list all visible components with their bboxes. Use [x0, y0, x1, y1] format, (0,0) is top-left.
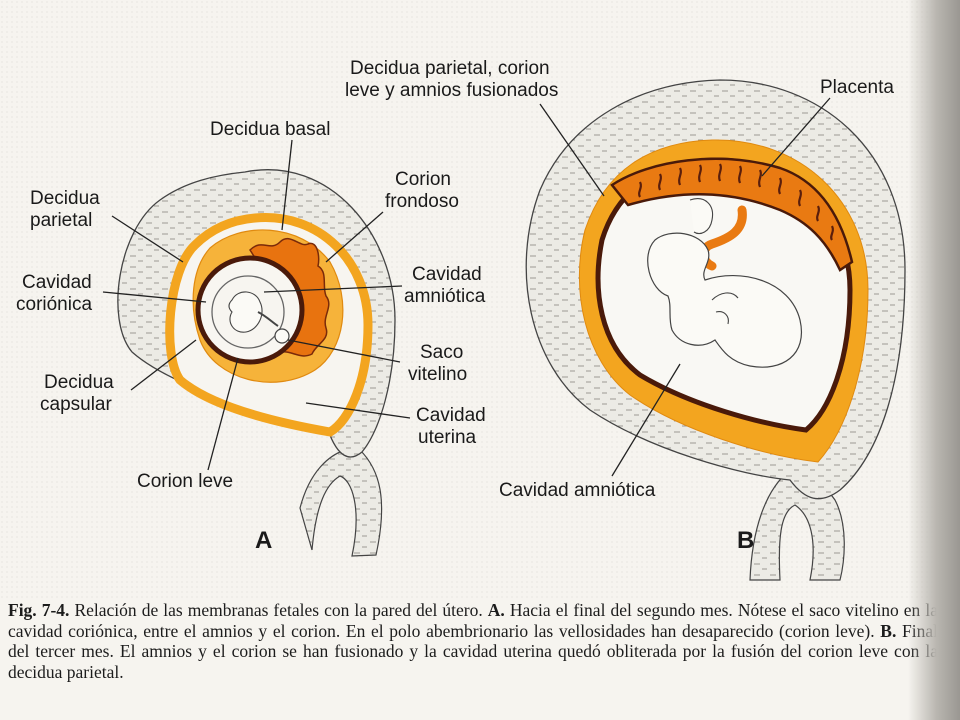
label-decidua-fusionados-l1: Decidua parietal, corion — [350, 58, 550, 79]
label-decidua-capsular-l2: capsular — [40, 394, 112, 415]
figure-b-fetus — [647, 232, 803, 368]
page-edge-shadow — [908, 0, 960, 720]
label-cavidad-uterina-l2: uterina — [418, 427, 477, 448]
caption-a-marker: A. — [487, 600, 505, 620]
figure-a-labels: Decidua basal Corion frondoso Decidua pa… — [16, 119, 486, 554]
figure-a-letter: A — [255, 527, 272, 554]
figure-a-embryo — [228, 291, 263, 333]
label-corion-leve: Corion leve — [137, 471, 233, 492]
label-decidua-basal: Decidua basal — [210, 119, 330, 140]
figure-a-connecting-stalk — [257, 311, 279, 327]
figure-b-letter: B — [737, 527, 754, 554]
figure-b-labels: Decidua parietal, corion leve y amnios f… — [345, 58, 894, 554]
caption-figure-number: Fig. 7-4. — [8, 600, 70, 620]
label-decidua-capsular-l1: Decidua — [44, 372, 114, 393]
label-decidua-parietal-l1: Decidua — [30, 188, 100, 209]
label-cavidad-corionica-l1: Cavidad — [22, 272, 92, 293]
label-saco-vitelino-l2: vitelino — [408, 364, 467, 385]
figure-a-saco-vitelino — [274, 328, 290, 344]
fetal-membranes-figure: Decidua basal Corion frondoso Decidua pa… — [0, 0, 960, 600]
label-cavidad-amniotica-l2: amniótica — [404, 286, 486, 307]
label-corion-frondoso-l1: Corion — [395, 169, 451, 190]
figure-b-placenta-villi — [638, 163, 834, 241]
label-corion-frondoso-l2: frondoso — [385, 191, 459, 212]
caption-b-marker: B. — [880, 620, 897, 641]
figure-b-placenta — [610, 157, 854, 272]
label-decidua-fusionados-l2: leve y amnios fusionados — [345, 80, 558, 101]
label-cavidad-uterina-l1: Cavidad — [416, 405, 486, 426]
figure-a-drawing — [117, 169, 396, 557]
figure-b-fetus-leg — [689, 198, 714, 235]
figure-caption: Fig. 7-4. Relación de las membranas feta… — [8, 600, 938, 682]
leader-lines — [102, 97, 831, 477]
label-placenta: Placenta — [820, 77, 894, 98]
label-cavidad-amniotica-l1: Cavidad — [412, 264, 482, 285]
figure-b-drawing — [525, 79, 906, 581]
label-decidua-parietal-l2: parietal — [30, 210, 92, 231]
label-cavidad-corionica-l2: coriónica — [16, 294, 92, 315]
caption-text-1: Relación de las membranas fetales con la… — [69, 600, 488, 620]
caption-text-2: Hacia el final del segundo mes. Nótese e… — [8, 600, 938, 641]
label-cavidad-amniotica-b: Cavidad amniótica — [499, 480, 656, 501]
figure-a-decidua-parietal — [165, 213, 373, 437]
caption-paragraph: Fig. 7-4. Relación de las membranas feta… — [8, 600, 938, 682]
label-saco-vitelino-l1: Saco — [420, 342, 463, 363]
figure-b-fetus-limbs — [711, 292, 739, 325]
figure-a-cervix — [299, 449, 383, 557]
